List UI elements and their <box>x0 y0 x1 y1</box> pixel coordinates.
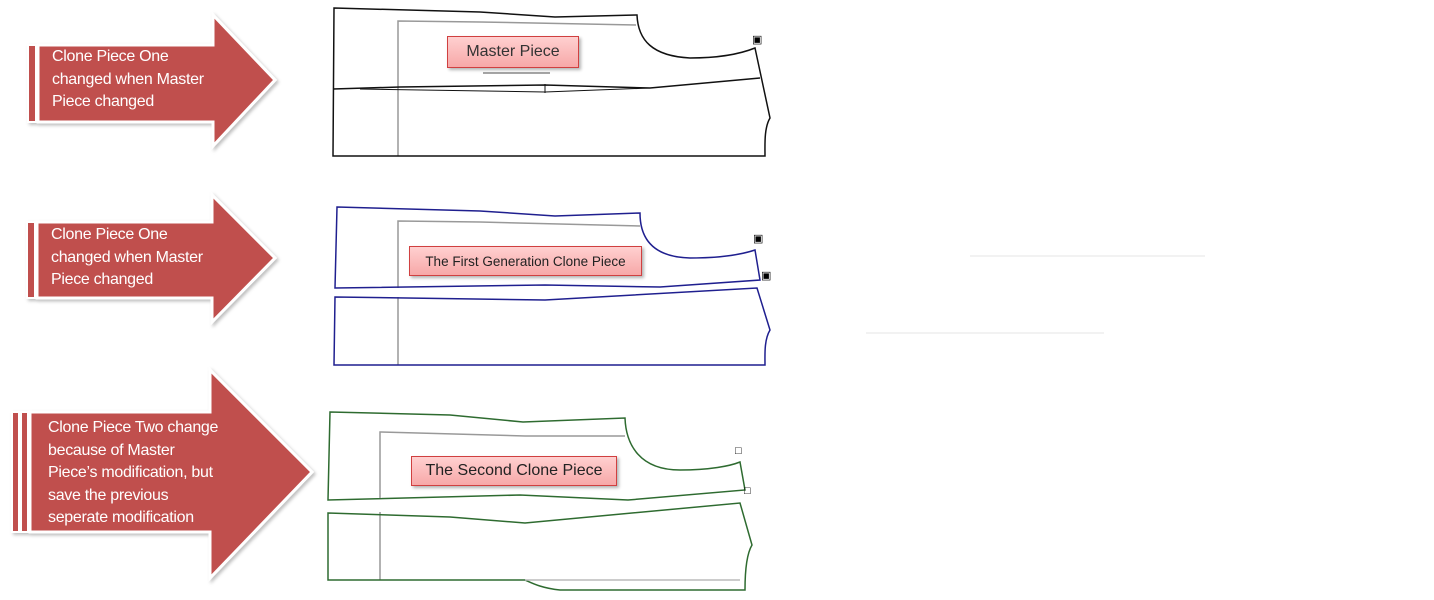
piece-marker-icon: ▣ <box>761 270 772 282</box>
master-piece-label: Master Piece <box>447 36 579 68</box>
arrow-3-line: Clone Piece Two change <box>48 419 219 436</box>
arrow-3-line: Piece’s modification, but <box>48 464 213 481</box>
arrow-1 <box>27 11 278 150</box>
piece-marker-icon: ▣ <box>752 34 763 46</box>
piece-marker-icon: □ <box>735 445 742 457</box>
master-piece-pattern <box>332 7 771 157</box>
arrow-3-line: seperate modification <box>48 509 194 526</box>
second-clone-pattern <box>327 411 753 591</box>
arrow-2-line: Piece changed <box>51 271 153 288</box>
arrow-3-line: because of Master <box>48 441 175 459</box>
piece-marker-icon: ▣ <box>753 233 764 245</box>
arrow-2-line: changed when Master <box>51 248 203 266</box>
piece-marker-icon: □ <box>744 485 751 497</box>
arrow-1-line: changed when Master <box>52 70 204 88</box>
arrow-3-text: Clone Piece Two change because of Master… <box>48 417 218 530</box>
second-clone-label: The Second Clone Piece <box>411 456 617 486</box>
first-clone-label: The First Generation Clone Piece <box>409 246 642 276</box>
arrow-2-text: Clone Piece One changed when Master Piec… <box>51 224 203 292</box>
arrow-2-line: Clone Piece One <box>51 226 168 243</box>
arrow-2 <box>26 191 278 326</box>
arrow-3 <box>11 366 315 582</box>
arrow-3-line: save the previous <box>48 486 169 504</box>
first-clone-pattern <box>333 206 771 366</box>
arrow-1-text: Clone Piece One changed when Master Piec… <box>52 46 204 114</box>
arrow-1-line: Clone Piece One <box>52 48 169 65</box>
arrow-1-line: Piece changed <box>52 93 154 110</box>
